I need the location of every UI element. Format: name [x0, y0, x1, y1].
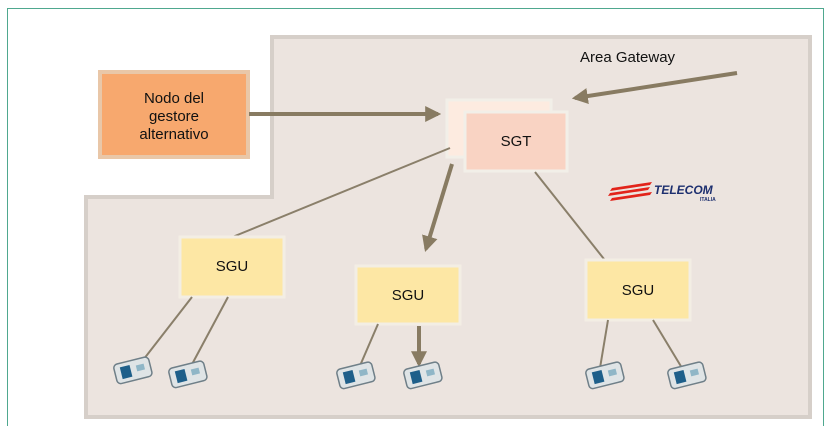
sgt-to-sgu-3-line	[534, 171, 605, 260]
telecom-logo-icon: TELECOM ITALIA	[608, 182, 716, 203]
area-gateway-region	[84, 35, 812, 419]
sgu2-terminal-a-line	[358, 323, 379, 369]
area-gateway-arrow	[571, 71, 738, 104]
sgu3-terminal-a-line	[599, 319, 609, 369]
sgt-to-sgu-2-arrow	[422, 163, 454, 253]
terminal-icon	[403, 361, 443, 390]
area-gateway-label: Area Gateway	[580, 49, 676, 66]
sgu-box-1	[178, 235, 286, 299]
sgu-label-1: SGU	[215, 258, 249, 275]
terminal-icon	[667, 361, 707, 390]
sgu3-terminal-b-line	[652, 319, 683, 369]
terminal-icon	[336, 361, 376, 390]
svg-text:TELECOM: TELECOM	[654, 183, 714, 197]
sgu1-terminal-b-line	[189, 296, 229, 369]
sgu-box-3	[584, 258, 692, 322]
sgt-to-sgu-1-line	[229, 147, 451, 239]
terminal-icon	[168, 360, 208, 389]
external-node-label: Nodo del gestore alternativo	[139, 90, 209, 143]
outer-frame	[7, 8, 824, 426]
sgu-label-2: SGU	[391, 287, 425, 304]
external-node-box	[98, 70, 250, 159]
sgt-box	[463, 110, 569, 173]
sgt-label: SGT	[500, 133, 532, 150]
terminal-icon	[113, 356, 153, 385]
sgu1-terminal-a-line	[139, 296, 193, 365]
terminal-icon	[585, 361, 625, 390]
svg-text:ITALIA: ITALIA	[700, 197, 716, 203]
sgu-label-3: SGU	[621, 282, 655, 299]
sgu-box-2	[354, 264, 462, 326]
